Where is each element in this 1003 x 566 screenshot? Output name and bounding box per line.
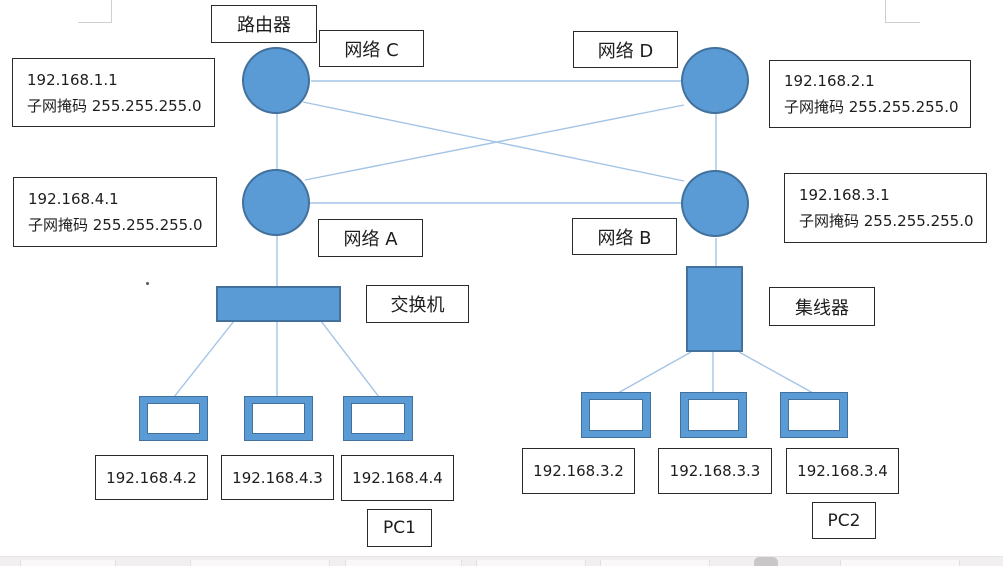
pc-icon-right-3[interactable]: [780, 392, 848, 438]
connector-line-hub-to-pc3[interactable]: [738, 351, 814, 394]
router-info-box-2[interactable]: 192.168.2.1 子网掩码 255.255.255.0: [769, 60, 971, 128]
subnet-mask: 子网掩码 255.255.255.0: [27, 96, 202, 115]
pc-screen: [589, 399, 643, 431]
switch-shape[interactable]: [216, 286, 341, 322]
pc2-label: PC2: [827, 510, 861, 531]
pc-ip-box-right-3[interactable]: 192.168.3.4: [786, 448, 899, 494]
pc-screen: [351, 403, 405, 434]
stray-dot: [146, 282, 149, 285]
router-info-box-4[interactable]: 192.168.4.1 子网掩码 255.255.255.0: [13, 177, 217, 247]
router-node-mid-left[interactable]: [242, 169, 310, 236]
connector-line-switch-to-pc3[interactable]: [320, 320, 380, 398]
router-info-box-3[interactable]: 192.168.3.1 子网掩码 255.255.255.0: [784, 173, 987, 243]
connector-line-diagonal-tl-mr[interactable]: [302, 101, 685, 182]
pc-icon-right-1[interactable]: [581, 392, 651, 438]
network-a-label: 网络 A: [343, 229, 398, 250]
network-b-label-box[interactable]: 网络 B: [572, 218, 677, 255]
pc-ip: 192.168.4.4: [352, 469, 443, 487]
router-ip: 192.168.2.1: [784, 72, 875, 90]
page-break-segment: [20, 560, 116, 566]
hub-label-box[interactable]: 集线器: [769, 287, 875, 326]
hub-label: 集线器: [795, 297, 849, 319]
pc-icon-right-2[interactable]: [680, 392, 747, 438]
network-c-label: 网络 C: [344, 39, 399, 61]
subnet-mask: 子网掩码 255.255.255.0: [784, 98, 959, 116]
page-corner-mark-left-horizontal: [78, 22, 112, 23]
pc-ip: 192.168.4.3: [232, 468, 323, 487]
pc1-label-box[interactable]: PC1: [367, 509, 432, 547]
pc-ip-box-right-2[interactable]: 192.168.3.3: [658, 448, 772, 494]
router-node-mid-right[interactable]: [681, 170, 749, 237]
page-break-tab[interactable]: [754, 557, 778, 566]
pc-screen: [688, 399, 739, 431]
pc-icon-left-3[interactable]: [343, 396, 413, 441]
network-a-label-box[interactable]: 网络 A: [318, 219, 423, 257]
subnet-mask: 子网掩码 255.255.255.0: [28, 216, 203, 234]
pc2-label-box[interactable]: PC2: [812, 502, 876, 539]
pc-screen: [788, 399, 840, 431]
pc-screen: [252, 403, 305, 434]
pc1-label: PC1: [383, 518, 416, 538]
page-break-segment: [600, 560, 710, 566]
pc-ip: 192.168.4.2: [106, 468, 197, 487]
page-break-strip: [0, 556, 1003, 566]
network-d-label: 网络 D: [597, 40, 654, 62]
page-break-segment: [190, 560, 330, 566]
pc-ip-box-left-2[interactable]: 192.168.4.3: [221, 455, 334, 500]
connector-line-diagonal-tr-ml[interactable]: [304, 104, 685, 181]
page-break-segment: [345, 560, 462, 566]
pc-icon-left-1[interactable]: [139, 396, 208, 441]
network-d-label-box[interactable]: 网络 D: [573, 31, 678, 68]
router-ip: 192.168.3.1: [799, 186, 890, 204]
pc-ip-box-left-3[interactable]: 192.168.4.4: [341, 455, 454, 501]
pc-ip: 192.168.3.3: [669, 462, 761, 480]
pc-ip: 192.168.3.4: [797, 462, 888, 480]
page-corner-mark-right-horizontal: [885, 22, 920, 23]
page-corner-mark-left-vertical: [111, 0, 112, 22]
hub-shape[interactable]: [686, 266, 743, 352]
router-label: 路由器: [237, 15, 291, 36]
router-label-box[interactable]: 路由器: [211, 5, 317, 43]
pc-ip: 192.168.3.2: [533, 462, 624, 480]
switch-label: 交换机: [390, 295, 445, 316]
page-corner-mark-right-vertical: [885, 0, 886, 23]
switch-label-box[interactable]: 交换机: [366, 285, 469, 323]
page-break-segment: [476, 560, 586, 566]
page-break-segment: [840, 560, 960, 566]
router-node-top-right[interactable]: [681, 47, 749, 114]
router-ip: 192.168.4.1: [28, 190, 119, 208]
router-ip: 192.168.1.1: [27, 70, 118, 89]
router-info-box-1[interactable]: 192.168.1.1 子网掩码 255.255.255.0: [12, 58, 215, 127]
network-c-label-box[interactable]: 网络 C: [319, 30, 424, 67]
pc-ip-box-left-1[interactable]: 192.168.4.2: [95, 455, 208, 500]
pc-icon-left-2[interactable]: [244, 396, 313, 441]
network-b-label: 网络 B: [597, 227, 652, 249]
router-node-top-left[interactable]: [242, 47, 310, 114]
connector-line-switch-to-pc1[interactable]: [173, 320, 235, 398]
connector-line-hub-to-pc1[interactable]: [617, 351, 692, 394]
pc-ip-box-right-1[interactable]: 192.168.3.2: [522, 448, 635, 494]
subnet-mask: 子网掩码 255.255.255.0: [799, 212, 974, 230]
pc-screen: [147, 403, 200, 434]
